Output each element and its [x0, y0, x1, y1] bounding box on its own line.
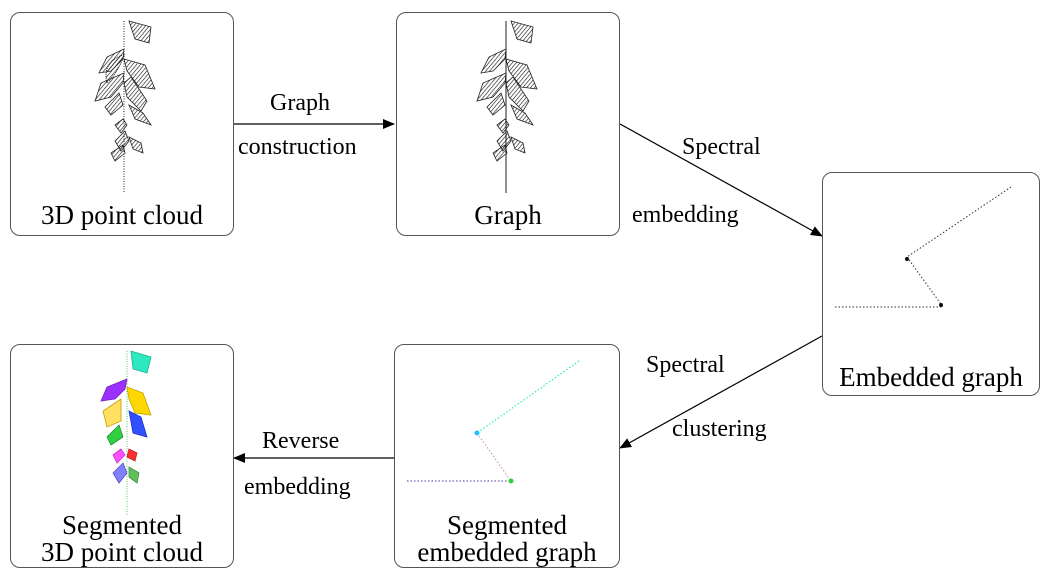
segmented-plant-image — [100, 350, 152, 515]
edge-label-graph-construction-line-2: construction — [238, 134, 357, 160]
panel-embedded-graph: Embedded graph — [822, 172, 1040, 396]
panel-caption-line-1: Segmented — [447, 510, 567, 540]
edge-label-spectral-clustering-line-1: Spectral — [646, 352, 725, 378]
panel-caption-line-1: Segmented — [62, 510, 182, 540]
edge-label-reverse-embedding-line-1: Reverse — [262, 428, 340, 454]
panel-segmented-point-cloud: Segmented 3D point cloud — [10, 344, 234, 568]
edge-label-spectral-embedding-line-2: embedding — [632, 202, 739, 228]
edge-label-spectral-clustering-line-2: clustering — [672, 416, 767, 442]
arrow-spectral-clustering — [619, 335, 823, 449]
panel-caption: Graph — [474, 200, 542, 230]
edge-label-reverse-embedding-line-2: embedding — [244, 474, 351, 500]
arrow-spectral-embedding — [619, 123, 823, 237]
panel-caption: Embedded graph — [839, 362, 1023, 392]
panel-caption-line-2: embedded graph — [417, 537, 597, 567]
panel-caption: 3D point cloud — [41, 200, 203, 230]
embedded-graph-image — [835, 186, 1012, 308]
panel-segmented-embedded-graph: Segmented embedded graph — [394, 344, 620, 568]
panel-caption-line-2: 3D point cloud — [41, 537, 203, 567]
edge-label-graph-construction-line-1: Graph — [270, 90, 330, 116]
plant-point-cloud-image — [94, 20, 156, 193]
plant-graph-image — [476, 20, 538, 193]
segmented-embedded-graph-image — [407, 360, 580, 484]
panel-3d-point-cloud: 3D point cloud — [10, 12, 234, 236]
edge-label-spectral-embedding-line-1: Spectral — [682, 134, 761, 160]
panel-graph: Graph — [396, 12, 620, 236]
